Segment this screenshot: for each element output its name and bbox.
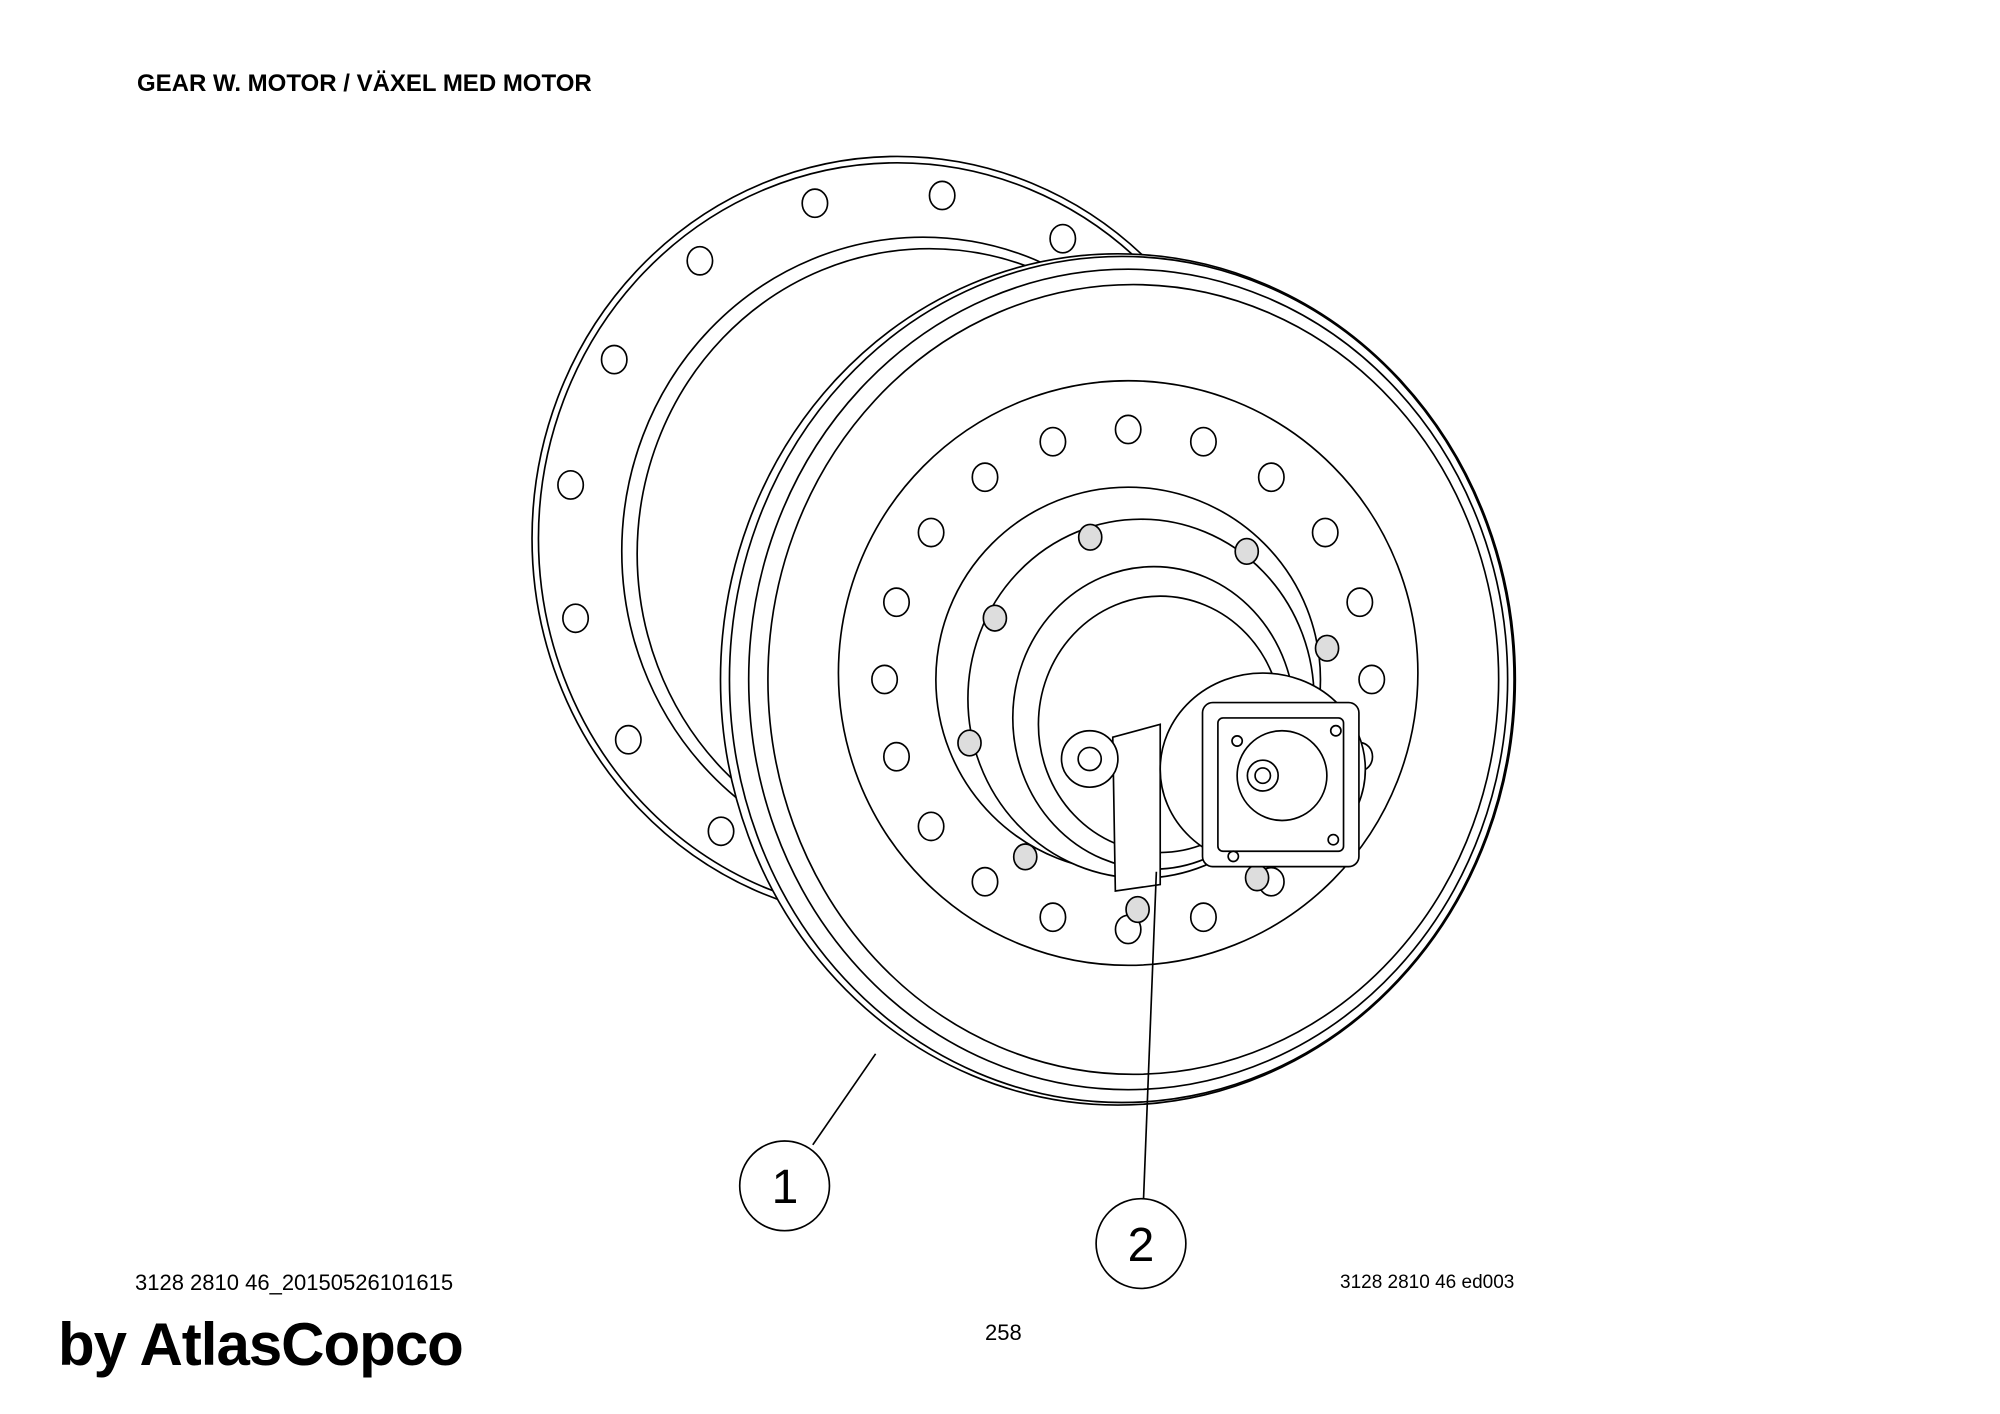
bolt-hole xyxy=(1039,426,1067,457)
bolt-hole xyxy=(1012,843,1038,871)
page-title: GEAR W. MOTOR / VÄXEL MED MOTOR xyxy=(137,70,592,97)
bolt-hole xyxy=(1244,864,1270,892)
bolt-hole xyxy=(1257,462,1285,493)
bolt-hole xyxy=(917,811,945,842)
bolt-hole xyxy=(957,729,982,757)
bolt-hole xyxy=(917,517,945,548)
bolt-hole xyxy=(971,462,999,493)
watermark: by AtlasCopco xyxy=(58,1311,464,1378)
bolt-hole xyxy=(686,245,714,276)
bolt-hole xyxy=(1314,634,1340,662)
bolt-hole xyxy=(1077,523,1103,551)
bolt-hole xyxy=(707,816,735,847)
bolt-hole xyxy=(871,664,899,695)
bolt-hole xyxy=(882,587,911,618)
bolt-hole xyxy=(557,470,585,500)
bolt-hole xyxy=(928,180,956,211)
bolt-hole xyxy=(882,741,911,772)
bolt-hole xyxy=(1311,517,1339,548)
bolt-hole xyxy=(971,866,999,897)
hydraulic-motor xyxy=(1060,672,1367,892)
callout-1 xyxy=(738,1053,877,1232)
bolt-hole xyxy=(1189,426,1217,457)
callout-2-label: 2 xyxy=(1128,1219,1155,1272)
page-number: 258 xyxy=(985,1320,1022,1345)
bolt-hole xyxy=(600,344,628,375)
bolt-hole xyxy=(801,188,829,219)
bolt-hole xyxy=(1234,537,1260,566)
bolt-hole xyxy=(1039,902,1067,933)
bolt-hole xyxy=(1358,664,1386,695)
bolt-hole xyxy=(982,604,1008,632)
callout-2 xyxy=(1095,871,1187,1290)
front-wheel xyxy=(719,253,1517,1106)
bolt-hole xyxy=(1114,414,1142,445)
bolt-hole xyxy=(614,724,642,755)
callout-1-label: 1 xyxy=(772,1161,799,1214)
bolt-hole xyxy=(562,603,590,634)
document-id: 3128 2810 46_20150526101615 xyxy=(135,1270,454,1295)
bolt-hole xyxy=(1125,895,1150,924)
bolt-hole xyxy=(1346,587,1374,618)
bolt-hole xyxy=(1189,902,1217,933)
drawing-reference: 3128 2810 46 ed003 xyxy=(1340,1272,1515,1293)
bolt-hole xyxy=(1049,223,1077,254)
